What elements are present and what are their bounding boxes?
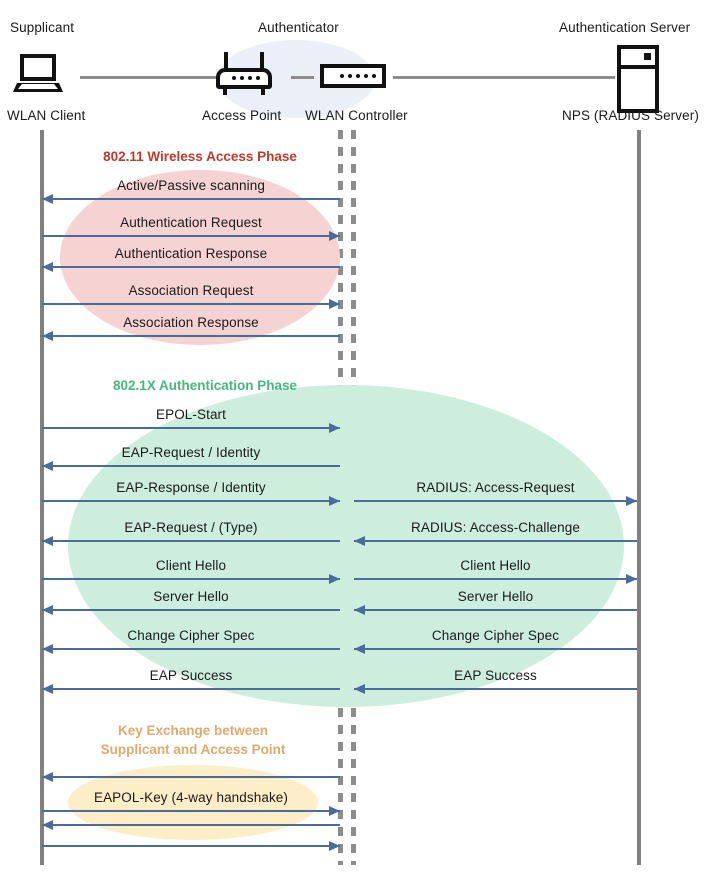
message-right-arrowhead-left bbox=[354, 684, 365, 694]
message-right-label: Server Hello bbox=[457, 589, 534, 604]
message-left-line bbox=[42, 648, 340, 650]
link-controller-to-server bbox=[393, 76, 615, 79]
message-left-line bbox=[42, 824, 340, 826]
actor-device-wlan-controller: WLAN Controller bbox=[305, 108, 408, 123]
message-left-line bbox=[42, 688, 340, 690]
message-left-arrowhead-right bbox=[329, 299, 340, 309]
link-client-to-ap bbox=[80, 76, 218, 79]
message-left-arrowhead-left bbox=[42, 194, 53, 204]
message-left-arrowhead-left bbox=[42, 772, 53, 782]
message-left-line bbox=[42, 465, 340, 467]
message-left-line bbox=[42, 776, 340, 778]
message-right-label: Change Cipher Spec bbox=[431, 628, 560, 643]
message-left-arrowhead-right bbox=[329, 841, 340, 851]
message-left-arrowhead-right bbox=[329, 231, 340, 241]
message-right-label: EAP Success bbox=[454, 668, 537, 683]
actor-device-access-point: Access Point bbox=[202, 108, 282, 123]
message-right-line bbox=[354, 540, 637, 542]
message-left-line bbox=[42, 845, 340, 847]
message-left-arrowhead-right bbox=[329, 574, 340, 584]
message-left-label: Authentication Response bbox=[114, 246, 268, 261]
message-right-arrowhead-right bbox=[626, 496, 637, 506]
message-right-arrowhead-left bbox=[354, 605, 365, 615]
message-left-label: Change Cipher Spec bbox=[127, 628, 255, 643]
message-right-line bbox=[354, 688, 637, 690]
message-right-label: RADIUS: Access-Request bbox=[416, 480, 575, 495]
message-left-line bbox=[42, 198, 340, 200]
message-right-arrowhead-left bbox=[354, 536, 365, 546]
message-left-arrowhead-left bbox=[42, 262, 53, 272]
message-left-label: EAP-Request / Identity bbox=[121, 445, 261, 460]
message-left-arrowhead-left bbox=[42, 536, 53, 546]
message-left-line bbox=[42, 540, 340, 542]
message-left-line bbox=[42, 303, 340, 305]
actor-device-wlan-client: WLAN Client bbox=[7, 108, 86, 123]
message-left-arrowhead-right bbox=[329, 423, 340, 433]
actor-device-nps-radius-server: NPS (RADIUS Server) bbox=[562, 108, 699, 123]
message-left-arrowhead-left bbox=[42, 461, 53, 471]
phase-label-key-exchange-line2: Supplicant and Access Point bbox=[100, 742, 286, 757]
message-left-arrowhead-right bbox=[329, 806, 340, 816]
message-left-arrowhead-left bbox=[42, 331, 53, 341]
message-left-label: EPOL-Start bbox=[155, 407, 227, 422]
message-left-arrowhead-left bbox=[42, 605, 53, 615]
message-left-line bbox=[42, 235, 340, 237]
message-left-arrowhead-left bbox=[42, 684, 53, 694]
message-left-label: EAP-Request / (Type) bbox=[124, 520, 258, 535]
message-left-label: EAPOL-Key (4-way handshake) bbox=[93, 790, 289, 805]
message-left-line bbox=[42, 578, 340, 580]
message-left-arrowhead-right bbox=[329, 496, 340, 506]
message-left-label: Association Response bbox=[123, 315, 259, 330]
message-right-arrowhead-left bbox=[354, 644, 365, 654]
wireless-router-icon bbox=[216, 52, 272, 96]
phase-label-key-exchange-line1: Key Exchange between bbox=[117, 723, 269, 738]
server-rack-icon bbox=[617, 45, 659, 113]
message-left-label: EAP Success bbox=[149, 668, 233, 683]
lifeline-supplicant bbox=[40, 130, 44, 865]
message-left-label: Client Hello bbox=[155, 558, 227, 573]
link-ap-to-controller bbox=[291, 76, 314, 79]
lifeline-auth-server bbox=[637, 130, 641, 865]
message-left-line bbox=[42, 427, 340, 429]
message-right-label: Client Hello bbox=[460, 558, 531, 573]
actor-role-authentication-server: Authentication Server bbox=[559, 20, 691, 35]
message-right-line bbox=[354, 578, 637, 580]
message-left-arrowhead-left bbox=[42, 820, 53, 830]
message-left-arrowhead-left bbox=[42, 644, 53, 654]
message-left-label: Active/Passive scanning bbox=[117, 178, 265, 193]
phase-label-wireless-access: 802.11 Wireless Access Phase bbox=[103, 149, 297, 164]
message-right-label: RADIUS: Access-Challenge bbox=[411, 520, 580, 535]
message-right-line bbox=[354, 609, 637, 611]
message-left-label: Authentication Request bbox=[120, 215, 262, 230]
message-left-line bbox=[42, 266, 340, 268]
network-controller-icon bbox=[320, 64, 386, 88]
message-left-line bbox=[42, 500, 340, 502]
message-left-label: EAP-Response / Identity bbox=[116, 480, 266, 495]
phase-ellipse-dot1x-auth bbox=[68, 385, 624, 707]
message-right-line bbox=[354, 500, 637, 502]
message-left-label: Association Request bbox=[128, 283, 254, 298]
actor-role-authenticator: Authenticator bbox=[258, 20, 339, 35]
message-left-line bbox=[42, 335, 340, 337]
actor-role-supplicant: Supplicant bbox=[10, 20, 75, 35]
message-left-line bbox=[42, 609, 340, 611]
message-left-line bbox=[42, 810, 340, 812]
message-right-arrowhead-right bbox=[626, 574, 637, 584]
message-left-label: Server Hello bbox=[153, 589, 229, 604]
message-right-line bbox=[354, 648, 637, 650]
laptop-icon bbox=[13, 54, 63, 94]
phase-label-dot1x-auth: 802.1X Authentication Phase bbox=[112, 378, 298, 393]
